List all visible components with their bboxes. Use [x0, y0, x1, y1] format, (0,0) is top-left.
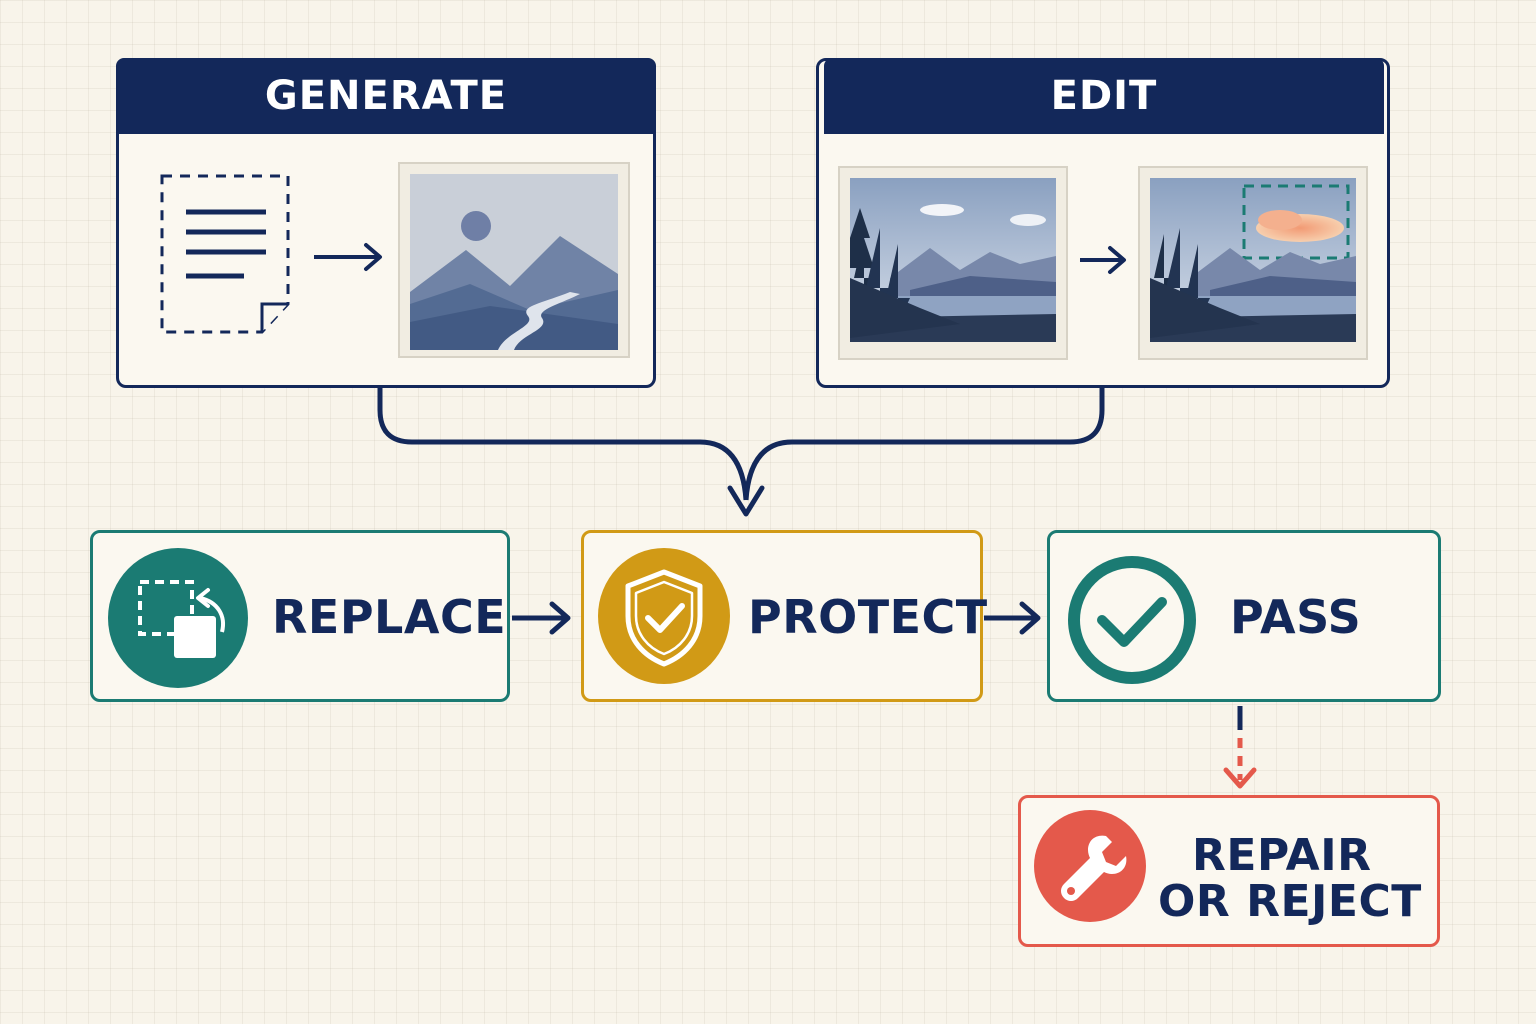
edit-title: EDIT [824, 58, 1384, 134]
generate-arrow-icon [312, 240, 386, 278]
replace-label: REPLACE [272, 590, 507, 644]
arrow-pass-to-repair [1223, 706, 1257, 789]
edit-original-photo [838, 166, 1068, 360]
generate-title: GENERATE [116, 58, 656, 134]
replace-icon [108, 548, 248, 688]
repair-label-line1: REPAIR [1192, 830, 1372, 881]
generate-landscape-image [398, 162, 630, 358]
merge-connector-right [743, 388, 1105, 501]
pass-icon [1064, 552, 1200, 688]
protect-label: PROTECT [748, 590, 988, 644]
wrench-icon [1034, 810, 1146, 922]
pass-label: PASS [1230, 590, 1362, 644]
repair-label-line2: OR REJECT [1158, 876, 1422, 927]
generate-doc-icon [158, 172, 294, 342]
protect-icon [598, 548, 730, 684]
edit-result-photo [1138, 166, 1368, 360]
merge-arrowhead [727, 485, 765, 517]
merge-connector [377, 388, 749, 501]
arrow-replace-to-protect [512, 601, 571, 635]
arrow-protect-to-pass [984, 601, 1041, 635]
edit-arrow-icon [1078, 244, 1128, 280]
